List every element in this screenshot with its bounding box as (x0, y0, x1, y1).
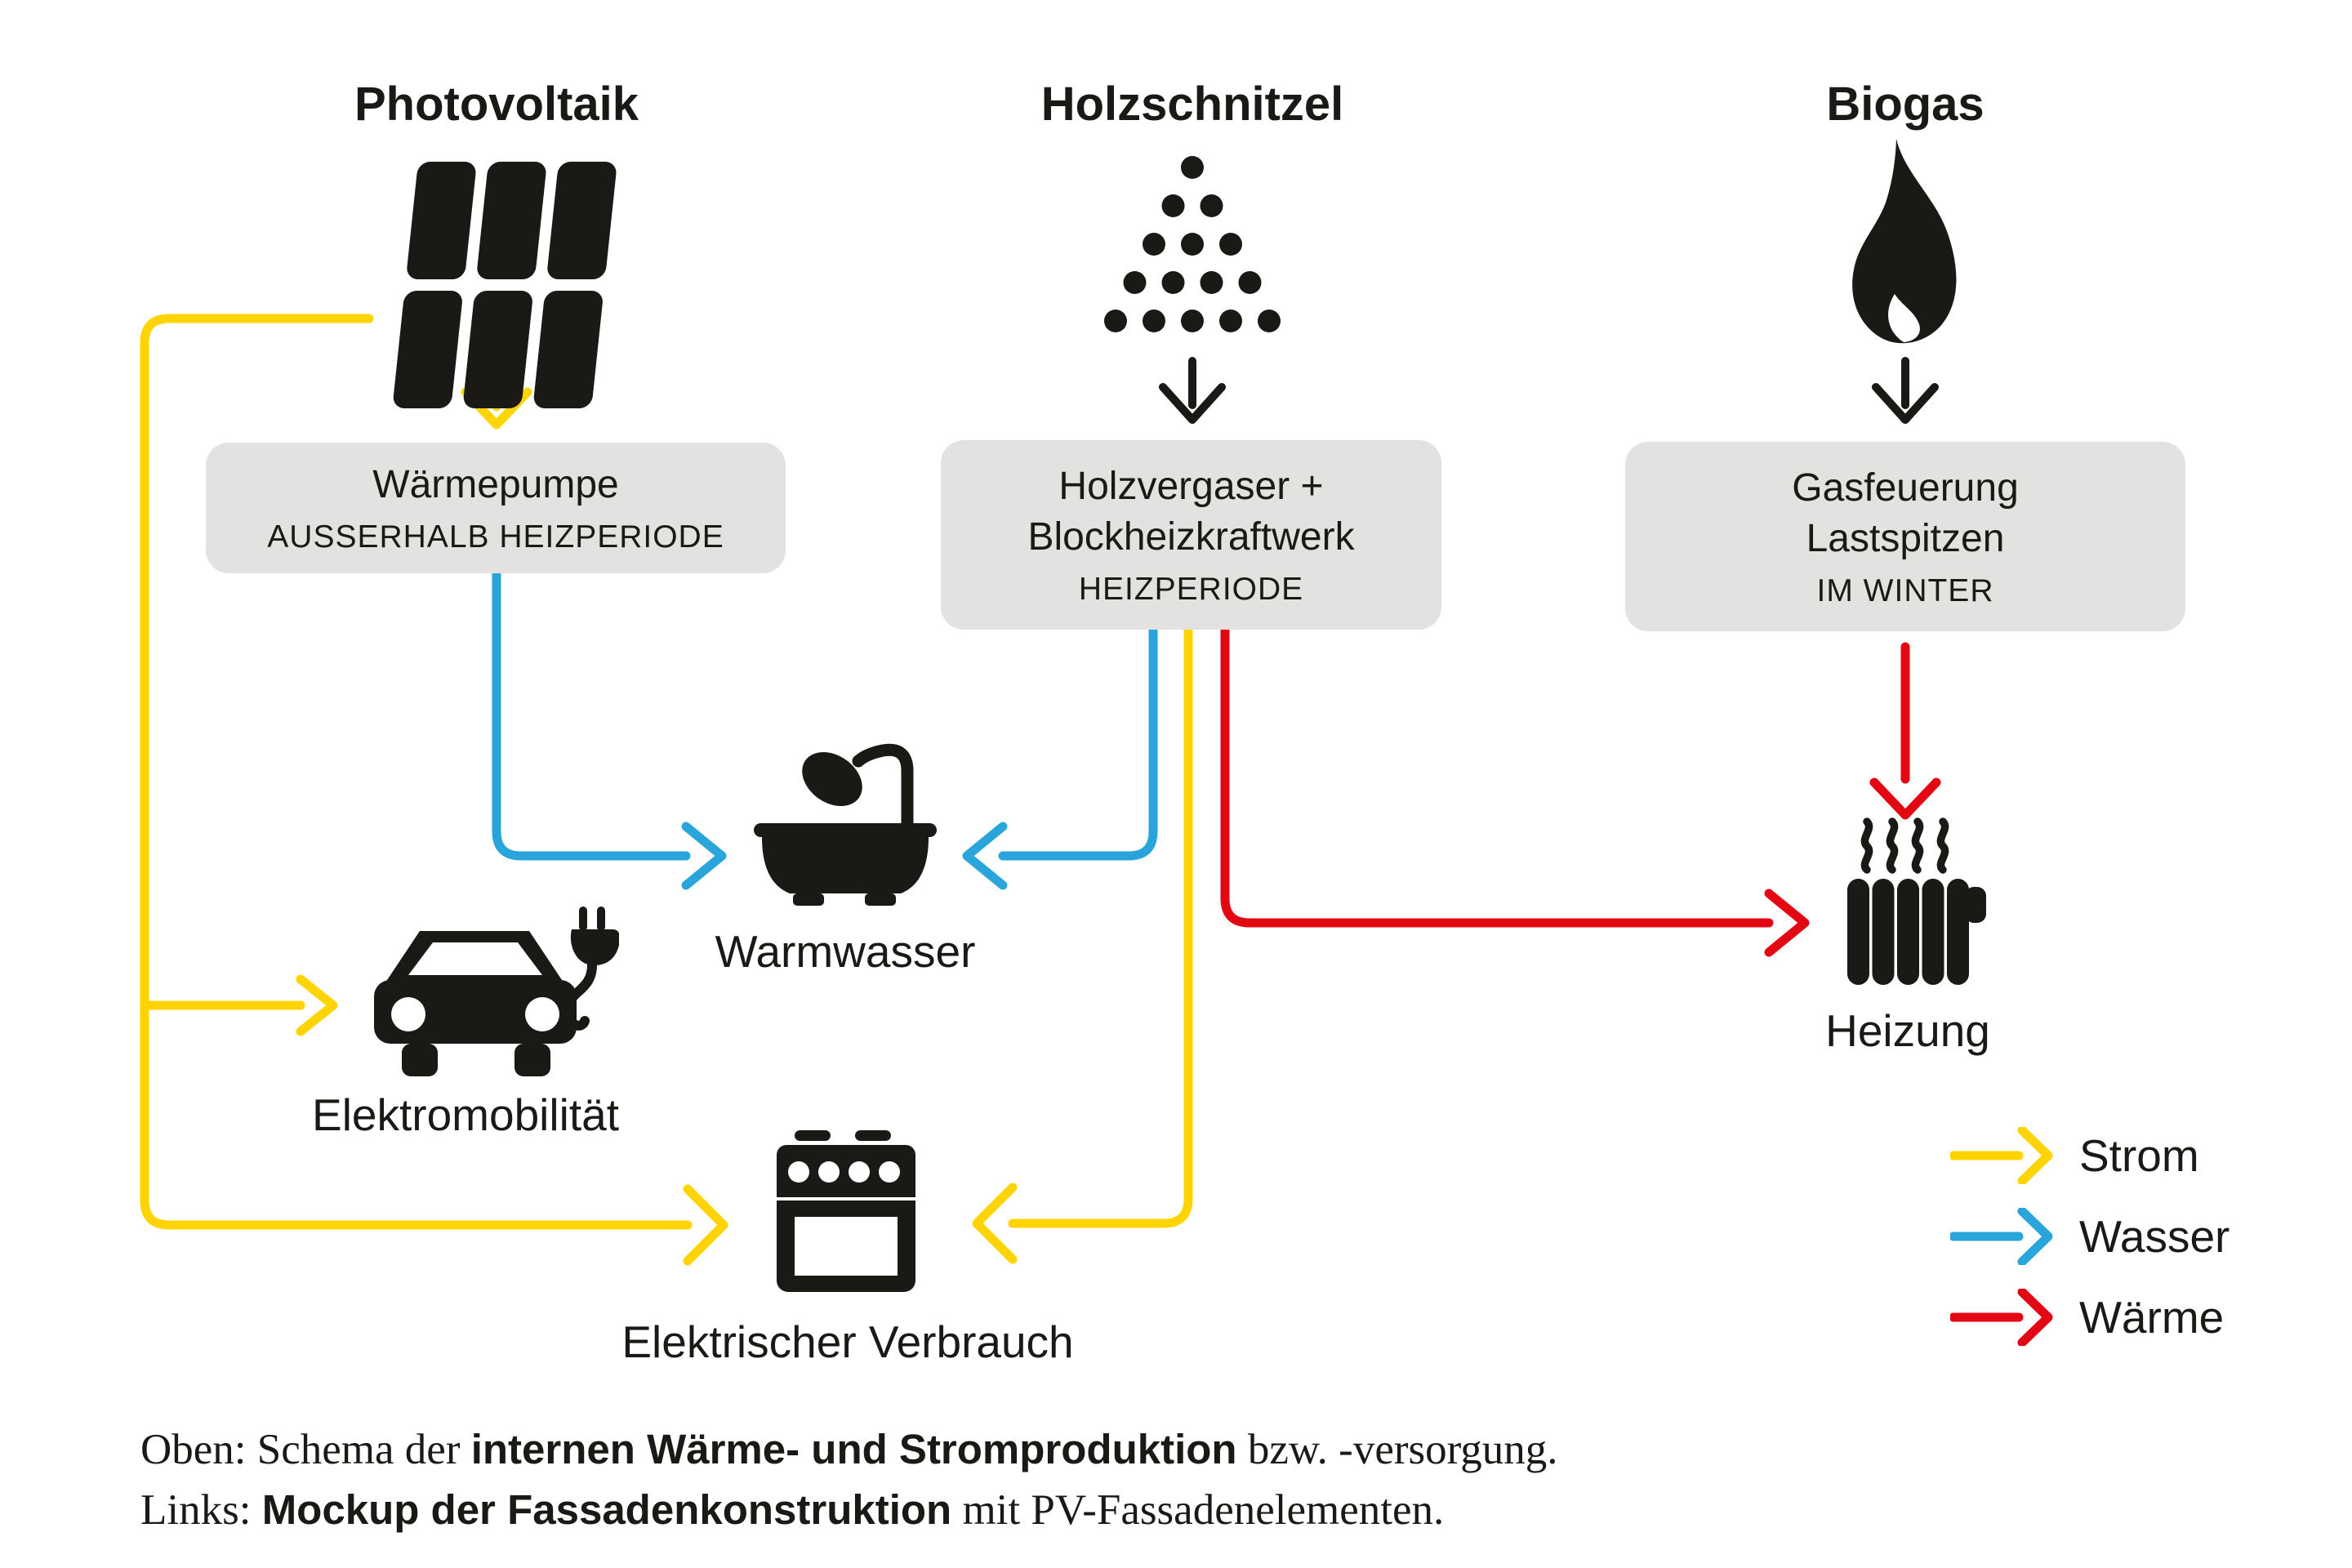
box-gasfeuerung-subtitle: IM WINTER (1816, 573, 1994, 608)
legend-item-strom: Strom (1950, 1127, 2199, 1184)
legend-item-waerme: Wärme (1950, 1289, 2224, 1346)
caption-line1-post: bzw. -versorgung. (1236, 1426, 1558, 1473)
source-title-photovoltaik: Photovoltaik (354, 78, 639, 131)
box-gasfeuerung-title-line1: Gasfeuerung (1792, 466, 2019, 510)
stove-icon (777, 1130, 915, 1292)
connector-strom-holzvergaser-to-verbrauch (972, 626, 1193, 1264)
arrow-holzschnitzel-down (1159, 357, 1226, 424)
caption-line-1: Oben: Schema der internen Wärme- und Str… (140, 1419, 1558, 1480)
electric-car-plug-icon (374, 906, 619, 1076)
consumer-label-heizung: Heizung (1825, 1005, 1990, 1056)
caption-line1-bold: internen Wärme- und Stromproduktion (470, 1426, 1237, 1472)
box-holzvergaser-title-line2: Blockheizkraftwerk (1027, 515, 1355, 559)
solar-panel-icon (393, 162, 617, 408)
box-waermepumpe: Wärmepumpe AUSSERHALB HEIZPERIODE (206, 443, 786, 573)
legend-label-wasser: Wasser (2079, 1211, 2230, 1262)
legend-label-waerme: Wärme (2079, 1292, 2225, 1343)
box-holzvergaser: Holzvergaser + Blockheizkraftwerk HEIZPE… (941, 440, 1441, 630)
connector-wasser-waermepumpe-to-warmwasser (492, 568, 727, 890)
connector-wasser-holzvergaser-to-warmwasser (962, 626, 1158, 890)
arrow-biogas-down (1872, 357, 1939, 424)
bathtub-shower-icon (754, 743, 937, 906)
box-gasfeuerung: Gasfeuerung Lastspitzen IM WINTER (1625, 442, 2185, 631)
legend-arrow-waerme-icon (1950, 1289, 2053, 1346)
caption: Oben: Schema der internen Wärme- und Str… (140, 1419, 1558, 1540)
caption-line-2: Links: Mockup der Fassadenkonstruktion m… (140, 1480, 1558, 1540)
caption-line2-post: mit PV-Fassadenelementen. (951, 1486, 1445, 1534)
legend-label-strom: Strom (2079, 1130, 2199, 1181)
source-title-holzschnitzel: Holzschnitzel (1040, 78, 1344, 131)
caption-line1-pre: Oben: Schema der (140, 1426, 471, 1473)
box-gasfeuerung-title-line2: Lastspitzen (1806, 517, 2005, 560)
box-holzvergaser-title-line1: Holzvergaser + (1058, 465, 1324, 508)
caption-line2-pre: Links: (140, 1486, 262, 1534)
source-title-biogas: Biogas (1826, 78, 1984, 131)
connector-strom-pv-loop (140, 314, 728, 1266)
flame-icon (1852, 139, 1957, 344)
wood-chips-pile-icon (1104, 156, 1281, 332)
legend-arrow-wasser-icon (1950, 1208, 2053, 1265)
connector-waerme-holzvergaser-to-heizung (1220, 626, 1810, 957)
consumer-label-warmwasser: Warmwasser (715, 926, 976, 977)
box-waermepumpe-subtitle: AUSSERHALB HEIZPERIODE (267, 519, 724, 555)
caption-line2-bold: Mockup der Fassadenkonstruktion (261, 1486, 952, 1533)
consumer-label-elektrischer-verbrauch: Elektrischer Verbrauch (621, 1316, 1074, 1367)
radiator-icon (1847, 817, 1986, 985)
box-waermepumpe-title: Wärmepumpe (372, 463, 619, 506)
legend-item-wasser: Wasser (1950, 1208, 2230, 1265)
legend-arrow-strom-icon (1950, 1127, 2053, 1184)
consumer-label-elektromobilitaet: Elektromobilität (312, 1089, 619, 1140)
connector-waerme-gasfeuerung-to-heizung (1869, 642, 1941, 820)
box-holzvergaser-subtitle: HEIZPERIODE (1078, 572, 1304, 607)
